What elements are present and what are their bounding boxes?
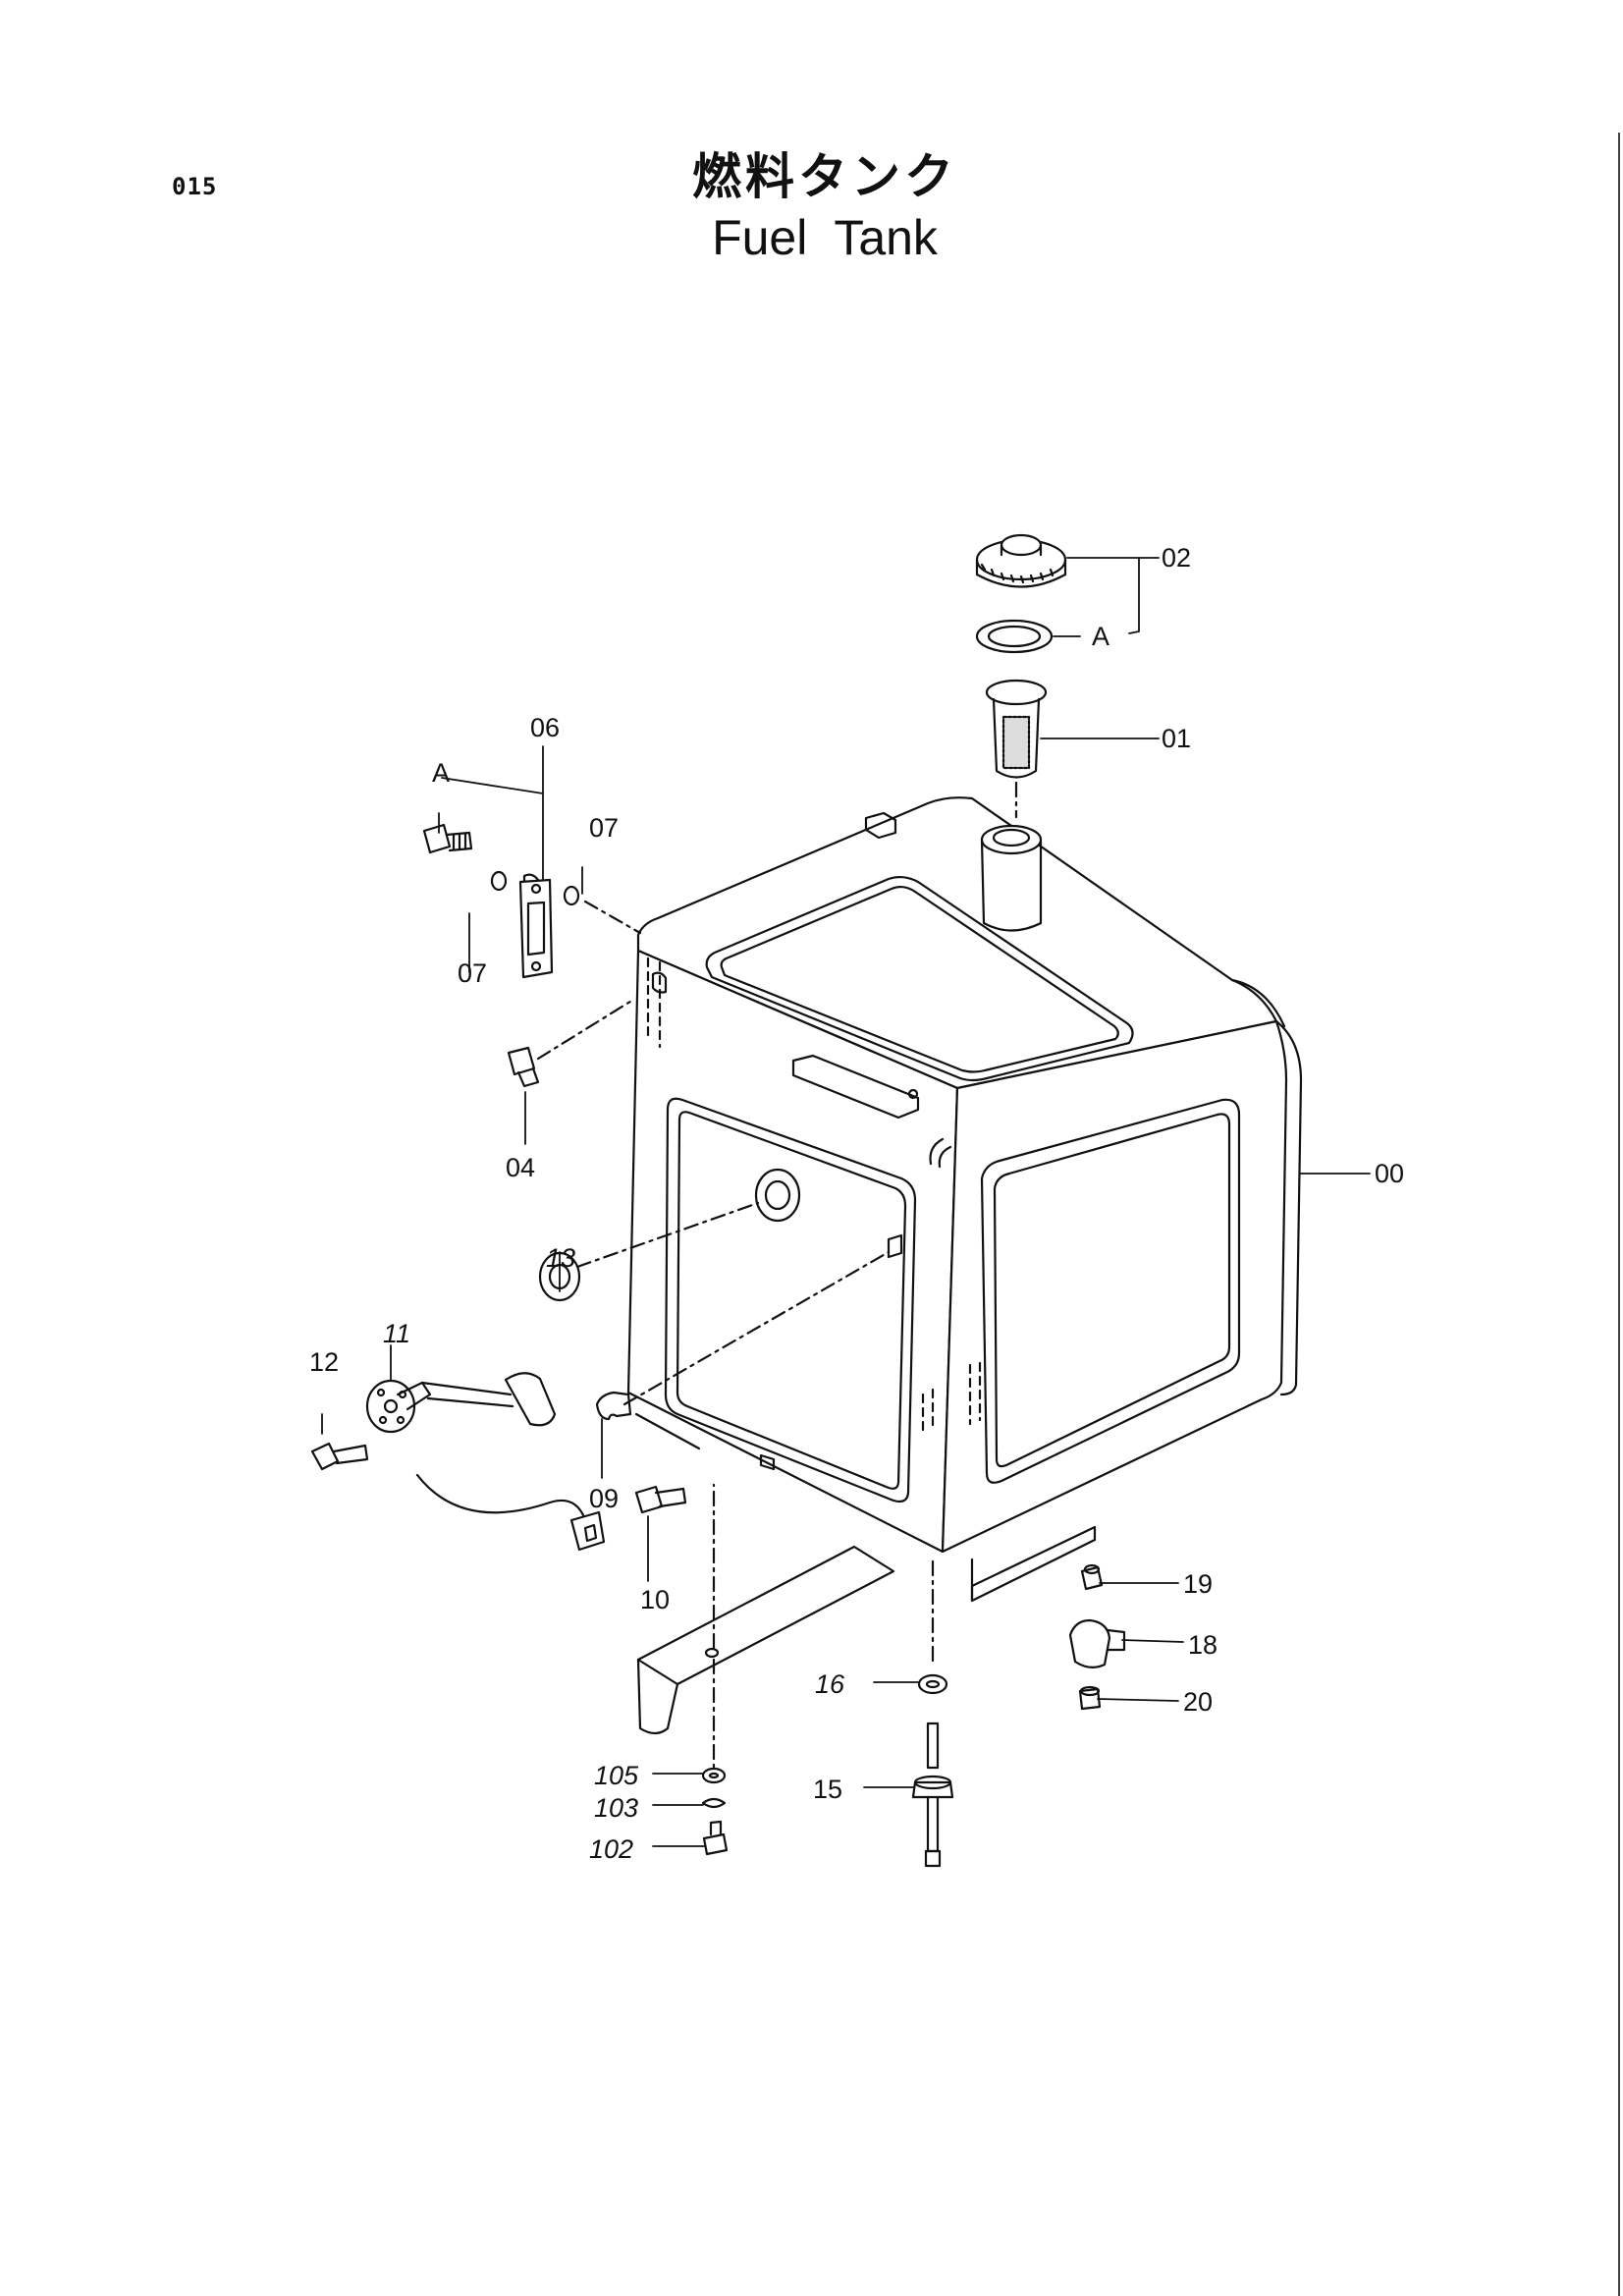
strainer <box>985 679 1048 819</box>
callout-a-top: A <box>1092 622 1109 651</box>
scan-edge-line <box>1618 133 1620 2296</box>
sight-gauge-assembly <box>422 823 642 979</box>
callout-105: 105 <box>594 1761 639 1790</box>
level-sensor <box>310 1372 606 1552</box>
callout-labels: 00 01 02 A 06 A 07 07 04 13 11 12 09 10 … <box>309 543 1404 1864</box>
fuel-tank-body <box>626 796 1303 1554</box>
title-english: Fuel Tank <box>712 210 938 265</box>
callout-13: 13 <box>546 1243 575 1273</box>
callout-00: 00 <box>1375 1159 1404 1188</box>
callout-12: 12 <box>309 1347 339 1377</box>
callout-09: 09 <box>589 1484 619 1513</box>
clamp <box>595 1250 891 1450</box>
leader-lines <box>321 557 1371 1847</box>
callout-102: 102 <box>589 1834 633 1864</box>
fuel-cap <box>975 533 1067 588</box>
mount-hardware <box>701 1767 729 1856</box>
filler-neck <box>980 824 1043 932</box>
title-japanese: 燃料タンク <box>692 148 957 205</box>
callout-20: 20 <box>1183 1687 1213 1717</box>
callout-18: 18 <box>1188 1630 1217 1660</box>
callout-15: 15 <box>813 1775 842 1804</box>
callout-07-right: 07 <box>589 813 619 843</box>
plug <box>507 998 635 1088</box>
cap-gasket <box>975 619 1054 654</box>
callout-01: 01 <box>1162 724 1191 753</box>
page-code: 015 <box>172 173 218 200</box>
callout-07-left: 07 <box>458 958 487 988</box>
callout-02: 02 <box>1162 543 1191 573</box>
callout-06: 06 <box>530 713 560 742</box>
callout-a-left: A <box>432 758 450 788</box>
callout-04: 04 <box>506 1153 535 1182</box>
callout-19: 19 <box>1183 1569 1213 1599</box>
callout-16: 16 <box>815 1669 845 1699</box>
callout-103: 103 <box>594 1793 638 1823</box>
drain-valve-parts <box>970 1525 1126 1711</box>
page-title: 燃料タンク Fuel Tank <box>628 147 1021 269</box>
callout-11: 11 <box>383 1319 410 1348</box>
mounting-plate <box>636 1483 895 1770</box>
callout-10: 10 <box>640 1585 670 1614</box>
drain-assembly <box>911 1559 954 1868</box>
clamp-bolt <box>634 1485 687 1514</box>
